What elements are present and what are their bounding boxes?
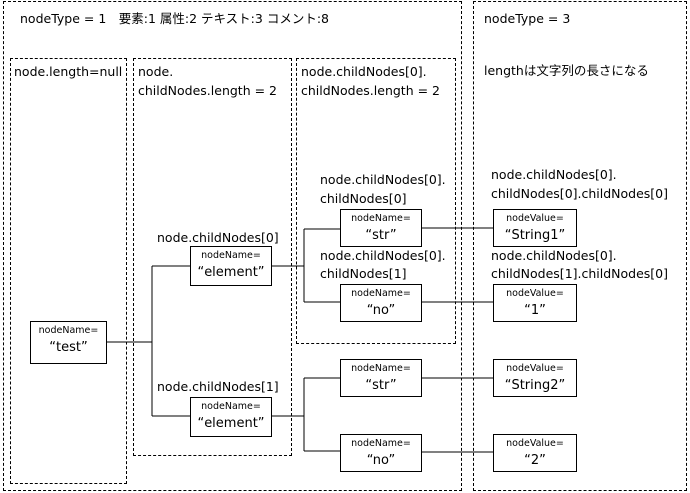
str1-node: nodeName= “str”: [340, 359, 422, 397]
element1-node: nodeName= “element”: [190, 397, 272, 437]
level0-caption: node.length=null: [14, 64, 123, 79]
text-node-2: nodeValue= “2”: [493, 434, 577, 472]
element0-node-key: nodeName=: [201, 250, 261, 261]
text-node-type-header: nodeType = 3: [484, 11, 571, 26]
text-node-string1-value: “String1”: [504, 228, 566, 243]
str1-node-key: nodeName=: [351, 363, 411, 374]
grandchild0-path-label-line2: childNodes[0]: [320, 191, 407, 206]
level0-region: [10, 58, 127, 484]
child0-path-label: node.childNodes[0]: [157, 230, 279, 245]
text0-path-label-line1: node.childNodes[0].: [491, 167, 617, 182]
str0-node-value: “str”: [365, 228, 397, 243]
level1-caption-line2: childNodes.length = 2: [138, 83, 278, 98]
level1-caption-line1: node.: [138, 64, 174, 79]
element-node-region: [3, 1, 462, 491]
no0-node-value: “no”: [366, 303, 396, 318]
no1-node-value: “no”: [366, 453, 396, 468]
str0-node-key: nodeName=: [351, 213, 411, 224]
str1-node-value: “str”: [365, 378, 397, 393]
text-node-string2-key: nodeValue=: [506, 363, 564, 374]
grandchild1-path-label-line2: childNodes[1]: [320, 266, 407, 281]
no1-node: nodeName= “no”: [340, 434, 422, 472]
child1-path-label: node.childNodes[1]: [157, 379, 279, 394]
text-node-2-value: “2”: [524, 453, 546, 468]
text-node-2-key: nodeValue=: [506, 438, 564, 449]
link-element1-to-children: [272, 377, 340, 452]
text-node-1-value: “1”: [524, 303, 546, 318]
level2-caption-line2: childNodes.length = 2: [301, 83, 441, 98]
element1-node-key: nodeName=: [201, 401, 261, 412]
root-node-test: nodeName= “test”: [30, 321, 107, 364]
text-node-1: nodeValue= “1”: [493, 284, 577, 322]
element0-node: nodeName= “element”: [190, 246, 272, 286]
root-node-value: “test”: [49, 340, 88, 355]
text-node-region: [473, 1, 687, 491]
element-node-type-header: nodeType = 1 要素:1 属性:2 テキスト:3 コメント:8: [20, 11, 329, 26]
element1-node-value: “element”: [197, 416, 265, 431]
grandchild0-path-label-line1: node.childNodes[0].: [320, 172, 446, 187]
no0-node-key: nodeName=: [351, 288, 411, 299]
level1-region: [133, 58, 292, 456]
text-node-string2: nodeValue= “String2”: [493, 359, 577, 397]
link-root-to-children: [107, 265, 190, 417]
no1-node-key: nodeName=: [351, 438, 411, 449]
element0-node-value: “element”: [197, 265, 265, 280]
text-node-string2-value: “String2”: [504, 378, 566, 393]
text-node-string1-key: nodeValue=: [506, 213, 564, 224]
grandchild1-path-label-line1: node.childNodes[0].: [320, 248, 446, 263]
root-node-key: nodeName=: [38, 325, 99, 336]
str0-node: nodeName= “str”: [340, 209, 422, 247]
text1-path-label-line1: node.childNodes[0].: [491, 248, 617, 263]
text0-path-label-line2: childNodes[0].childNodes[0]: [491, 186, 669, 201]
level2-caption-line1: node.childNodes[0].: [301, 64, 427, 79]
text1-path-label-line2: childNodes[1].childNodes[0]: [491, 266, 669, 281]
level2-region: [296, 58, 456, 344]
no0-node: nodeName= “no”: [340, 284, 422, 322]
link-element0-to-children: [272, 228, 340, 303]
text-node-1-key: nodeValue=: [506, 288, 564, 299]
text-node-string1: nodeValue= “String1”: [493, 209, 577, 247]
text-length-note: lengthは文字列の長さになる: [484, 63, 649, 78]
